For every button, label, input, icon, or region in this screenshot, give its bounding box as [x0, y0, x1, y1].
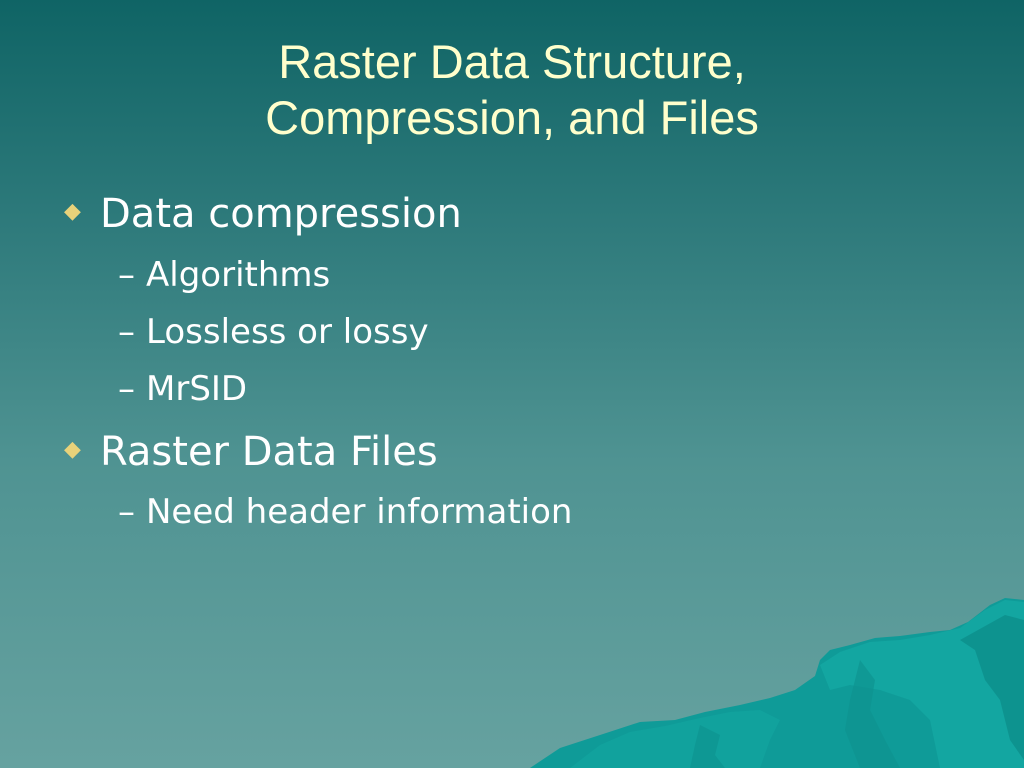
dash-marker: – [118, 255, 135, 295]
bullet-text: Data compression [100, 191, 462, 237]
dash-marker: – [118, 312, 135, 352]
sub-bullet-item: –Algorithms [118, 254, 330, 296]
bullet-item: ◆ Raster Data Files [64, 428, 438, 478]
slide-title-line-2: Compression, and Files [265, 91, 759, 144]
dash-marker: – [118, 369, 135, 409]
sub-bullet-text: Need header information [146, 492, 573, 532]
sub-bullet-item: –Need header information [118, 491, 572, 533]
bullet-item: ◆ Data compression [64, 190, 462, 240]
diamond-bullet-icon: ◆ [64, 437, 81, 462]
sub-bullet-item: –Lossless or lossy [118, 311, 429, 353]
sub-bullet-text: MrSID [146, 369, 248, 409]
diamond-bullet-icon: ◆ [64, 199, 81, 224]
slide-title-line-1: Raster Data Structure, [278, 35, 746, 88]
bullet-text: Raster Data Files [100, 429, 438, 475]
dash-marker: – [118, 492, 135, 532]
slide-title: Raster Data Structure, Compression, and … [112, 34, 912, 146]
sub-bullet-item: –MrSID [118, 368, 247, 410]
sub-bullet-text: Lossless or lossy [146, 312, 429, 352]
sub-bullet-text: Algorithms [146, 255, 331, 295]
